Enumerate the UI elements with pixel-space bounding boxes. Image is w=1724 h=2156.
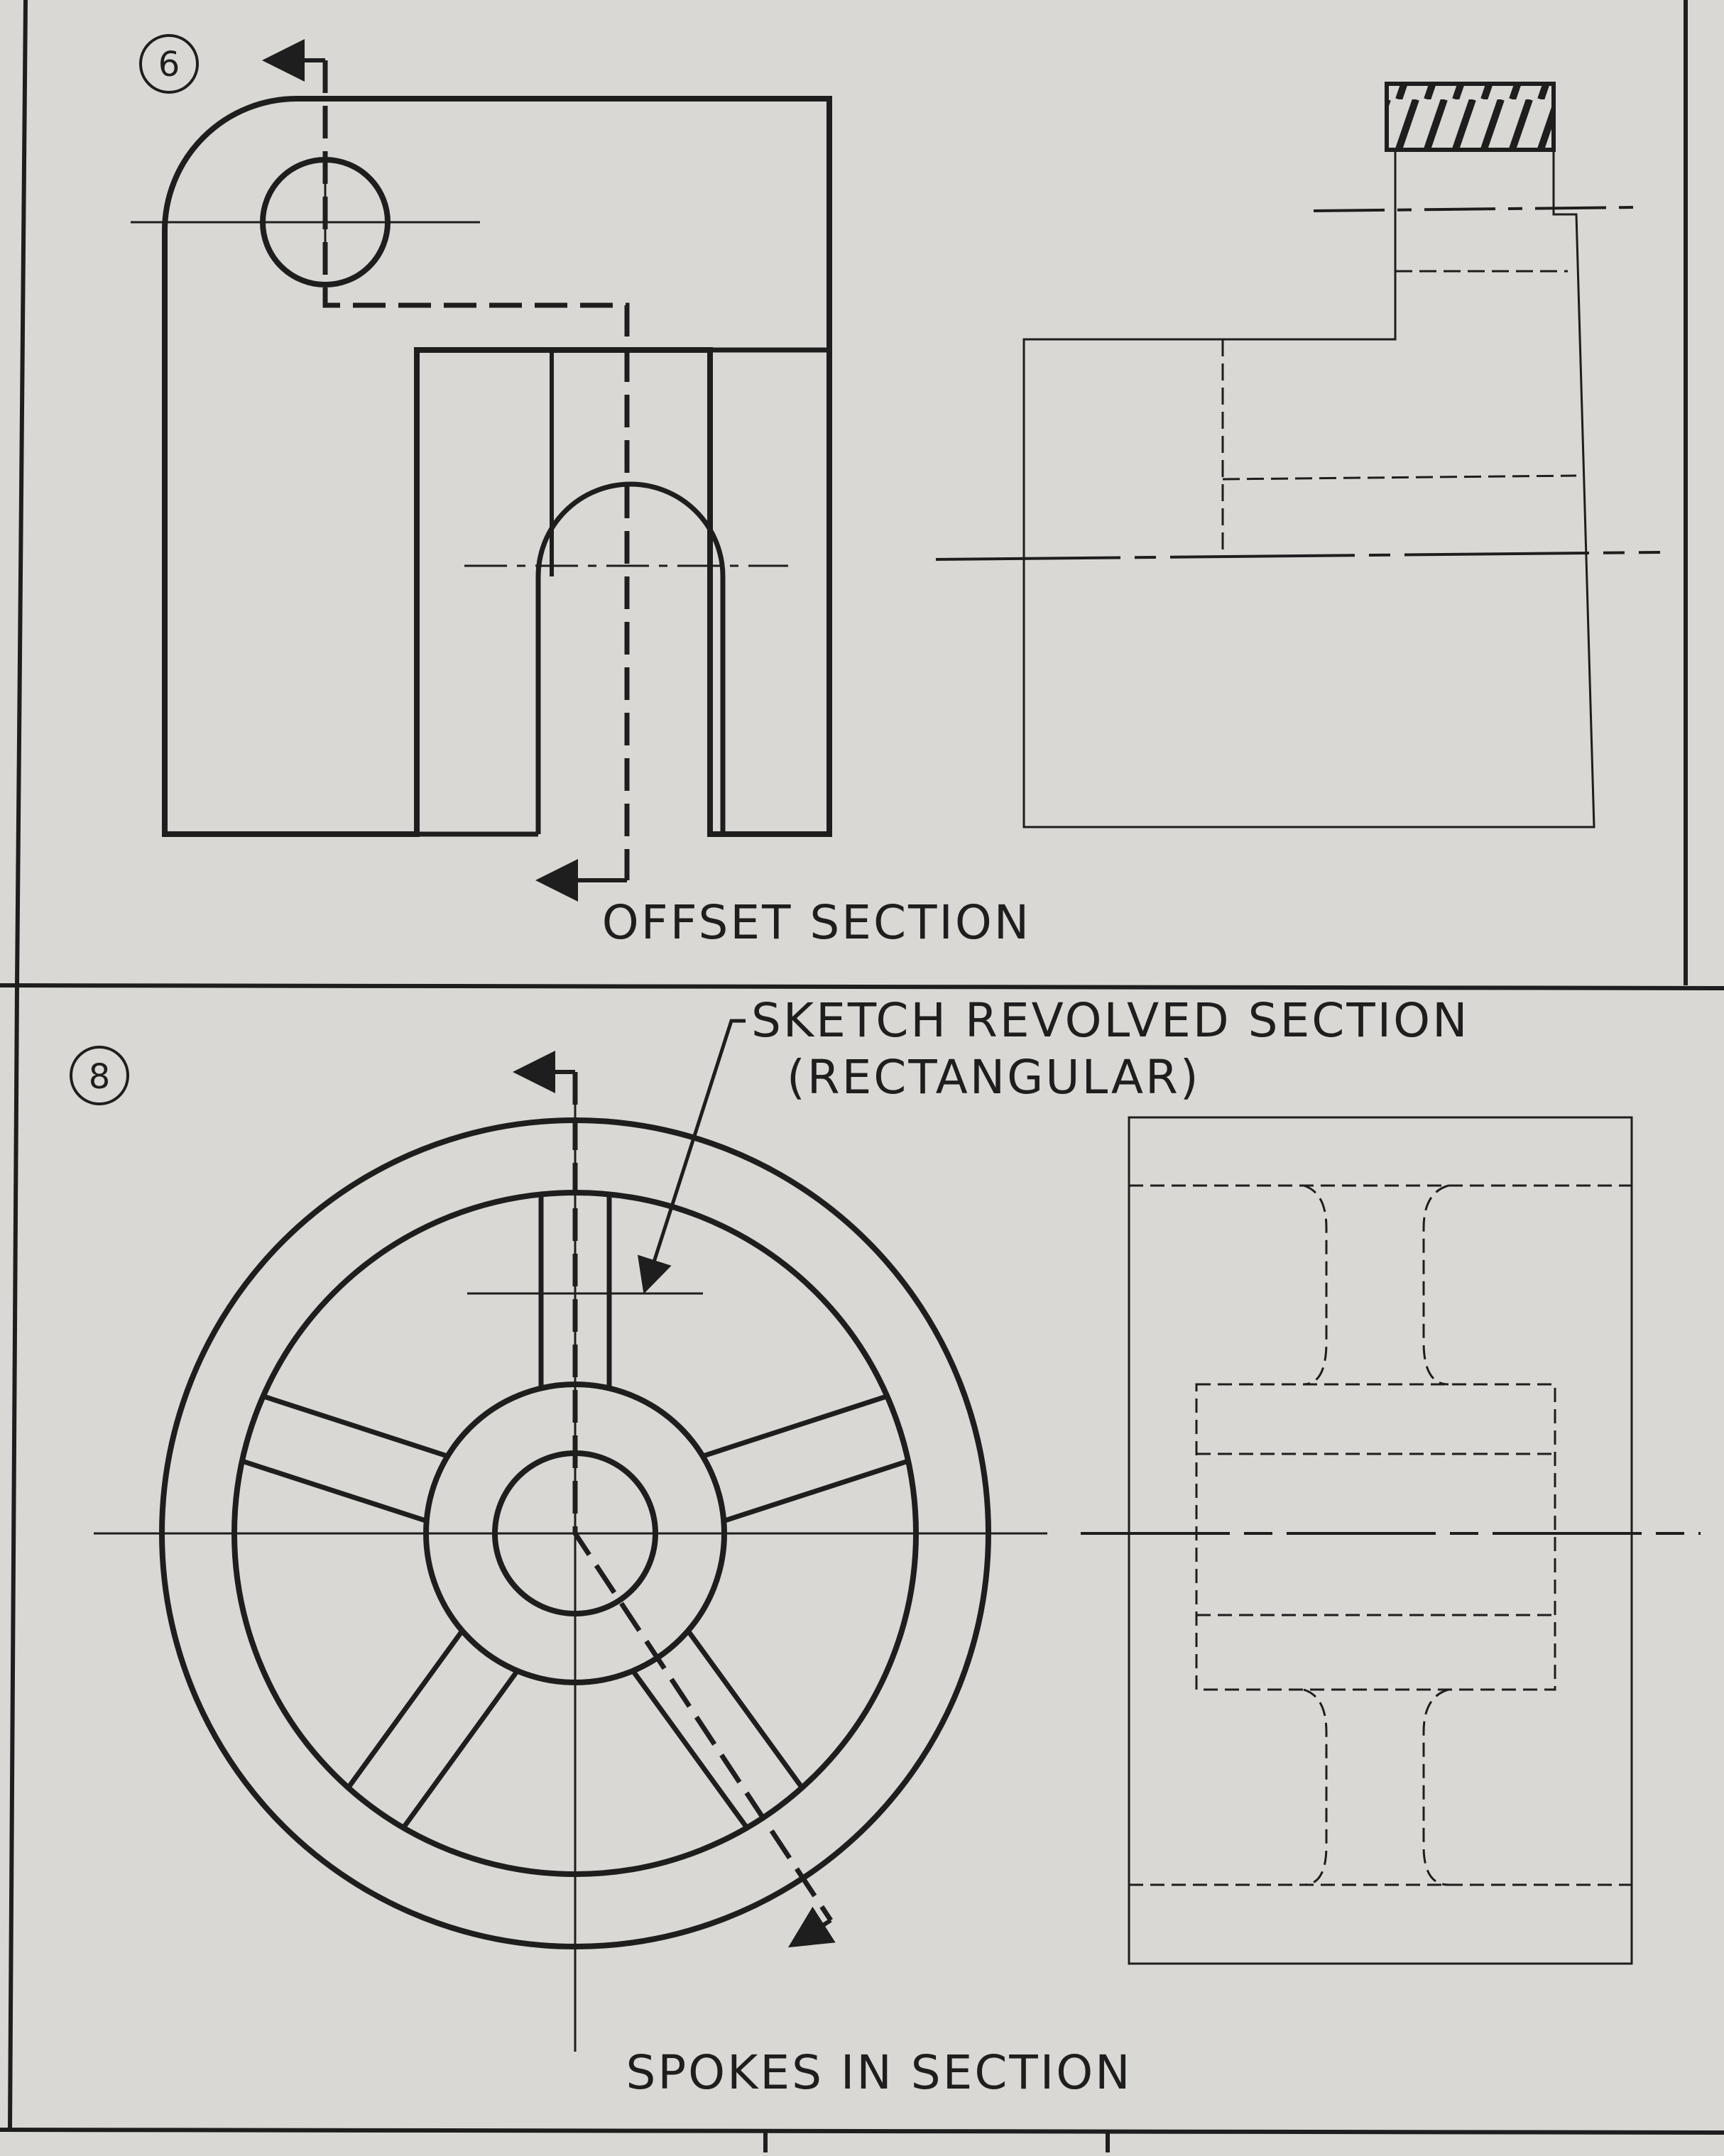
u-slot	[535, 481, 726, 837]
offset-section-caption: OFFSET SECTION	[602, 895, 1031, 950]
problem-number-circle	[139, 34, 199, 94]
spoke-5-edge	[261, 1394, 450, 1459]
front-view-outline	[162, 96, 832, 837]
problem-8: 8 SKETCH REVOLVED SECTION (RECTANGULAR)	[70, 993, 1701, 2100]
spokes	[239, 1191, 911, 1831]
spoke-2-edge	[721, 1458, 911, 1523]
problem-number: 6	[158, 45, 180, 84]
side-slot-centerline	[935, 551, 1661, 561]
cutting-plane-arrow-bottom	[787, 1906, 836, 1948]
spoke-5-edge	[239, 1458, 430, 1523]
spokes-section-caption: SPOKES IN SECTION	[626, 2045, 1132, 2100]
offset-front-view	[131, 39, 832, 902]
title-block-line	[0, 2128, 1724, 2135]
offset-cutting-plane-line	[322, 60, 630, 880]
side-view-outline	[1022, 148, 1595, 828]
callout-text-line1: SKETCH REVOLVED SECTION	[751, 993, 1469, 1048]
spoke-3-edge	[685, 1628, 805, 1790]
handwheel-side-view	[1081, 1116, 1701, 1965]
panel-divider	[0, 983, 1724, 990]
hatched-section-sample	[1385, 82, 1556, 152]
problem-number-circle	[70, 1046, 129, 1105]
callout-text-line2: (RECTANGULAR)	[787, 1050, 1201, 1105]
hub-hidden-outline	[1195, 1383, 1556, 1691]
callout-leader	[637, 1019, 746, 1294]
left-border-top	[15, 0, 28, 986]
left-border-bottom	[8, 985, 19, 2130]
spoke-hidden-bottom-left	[1303, 1688, 1328, 1886]
hidden-line-horizontal	[1222, 474, 1577, 481]
problem-number: 8	[89, 1057, 111, 1097]
side-view-outline	[1128, 1116, 1633, 1965]
spoke-4-edge	[345, 1628, 465, 1790]
spoke-2-edge	[700, 1394, 890, 1459]
offset-side-view	[935, 82, 1661, 828]
aligned-cutting-plane-line	[572, 1072, 833, 1922]
side-hole-centerline	[1313, 206, 1637, 212]
spoke-4-edge	[400, 1668, 520, 1831]
spoke-3-edge	[630, 1668, 750, 1831]
handwheel-front-view	[94, 1051, 1047, 2052]
problem-6: 6 OFFSET	[131, 34, 1661, 950]
